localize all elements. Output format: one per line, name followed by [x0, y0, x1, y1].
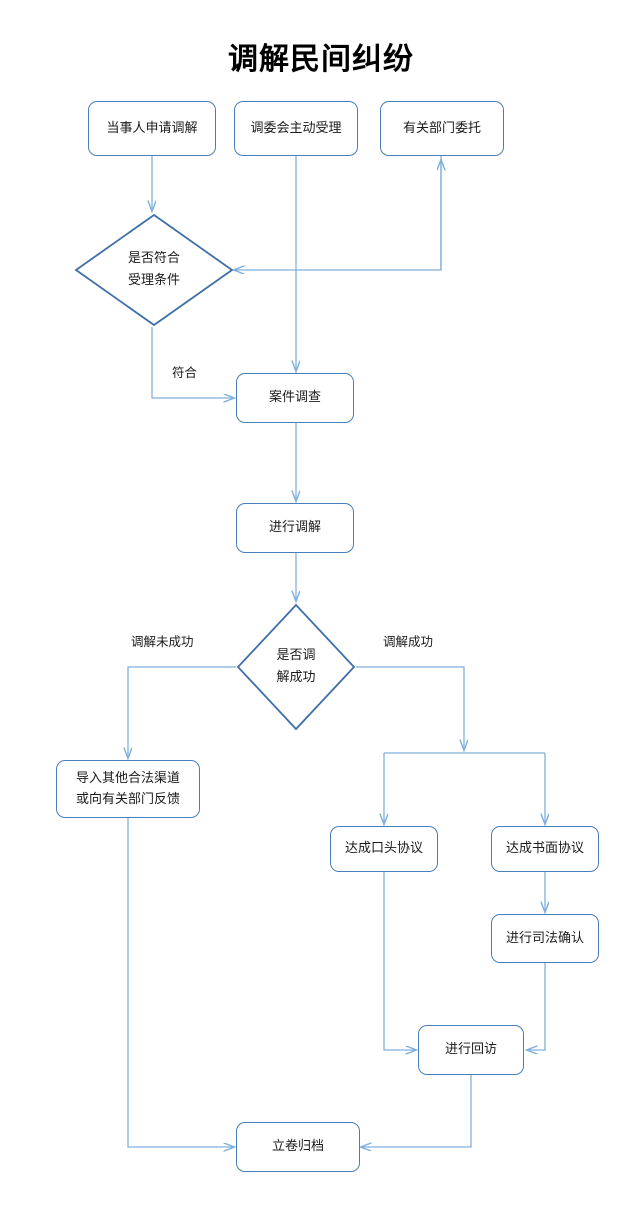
node-archive[interactable]: 立卷归档	[236, 1122, 360, 1172]
diamond-shape-success	[236, 603, 356, 731]
node-other-channel-label: 导入其他合法渠道 或向有关部门反馈	[75, 770, 180, 807]
edge-label-conform: 符合	[172, 365, 198, 380]
edge-followup-to-archive	[361, 1075, 472, 1147]
node-investigate[interactable]: 案件调查	[236, 373, 354, 423]
node-entrust-label: 有关部门委托	[402, 120, 481, 136]
node-check-label: 是否符合 受理条件	[127, 250, 180, 288]
node-success[interactable]: 是否调 解成功	[236, 603, 356, 731]
diagram-title: 调解民间纠纷	[228, 42, 414, 77]
edge-label-not-successful: 调解未成功	[131, 634, 194, 649]
node-success-label: 是否调 解成功	[276, 647, 316, 685]
node-followup-label: 进行回访	[444, 1042, 497, 1058]
node-entrust[interactable]: 有关部门委托	[380, 101, 504, 156]
node-committee[interactable]: 调委会主动受理	[234, 101, 358, 156]
node-judicial-confirmation[interactable]: 进行司法确认	[491, 914, 599, 963]
node-written-agreement-label: 达成书面协议	[505, 841, 584, 857]
node-investigate-label: 案件调查	[268, 390, 321, 406]
diamond-shape-check	[74, 213, 234, 327]
edge-entrust-to-check	[234, 156, 442, 270]
node-mediate[interactable]: 进行调解	[236, 503, 354, 553]
node-judicial-confirmation-label: 进行司法确认	[505, 930, 584, 946]
node-oral-agreement-label: 达成口头协议	[344, 841, 423, 857]
edge-label-successful: 调解成功	[383, 634, 434, 649]
node-oral-agreement[interactable]: 达成口头协议	[330, 826, 438, 872]
node-followup[interactable]: 进行回访	[418, 1025, 524, 1075]
node-mediate-label: 进行调解	[268, 520, 321, 536]
edge-other-to-archive	[127, 818, 234, 1147]
node-other-channel[interactable]: 导入其他合法渠道 或向有关部门反馈	[56, 760, 200, 818]
node-check[interactable]: 是否符合 受理条件	[74, 213, 234, 327]
node-apply[interactable]: 当事人申请调解	[88, 101, 216, 156]
node-archive-label: 立卷归档	[271, 1139, 324, 1155]
edge-judicial-to-followup	[527, 963, 546, 1050]
node-committee-label: 调委会主动受理	[250, 120, 342, 136]
edge-success-to-split	[356, 666, 464, 750]
node-apply-label: 当事人申请调解	[106, 120, 198, 136]
edge-oral-to-followup	[383, 872, 416, 1050]
node-written-agreement[interactable]: 达成书面协议	[491, 826, 599, 872]
edge-success-to-other	[128, 666, 236, 758]
